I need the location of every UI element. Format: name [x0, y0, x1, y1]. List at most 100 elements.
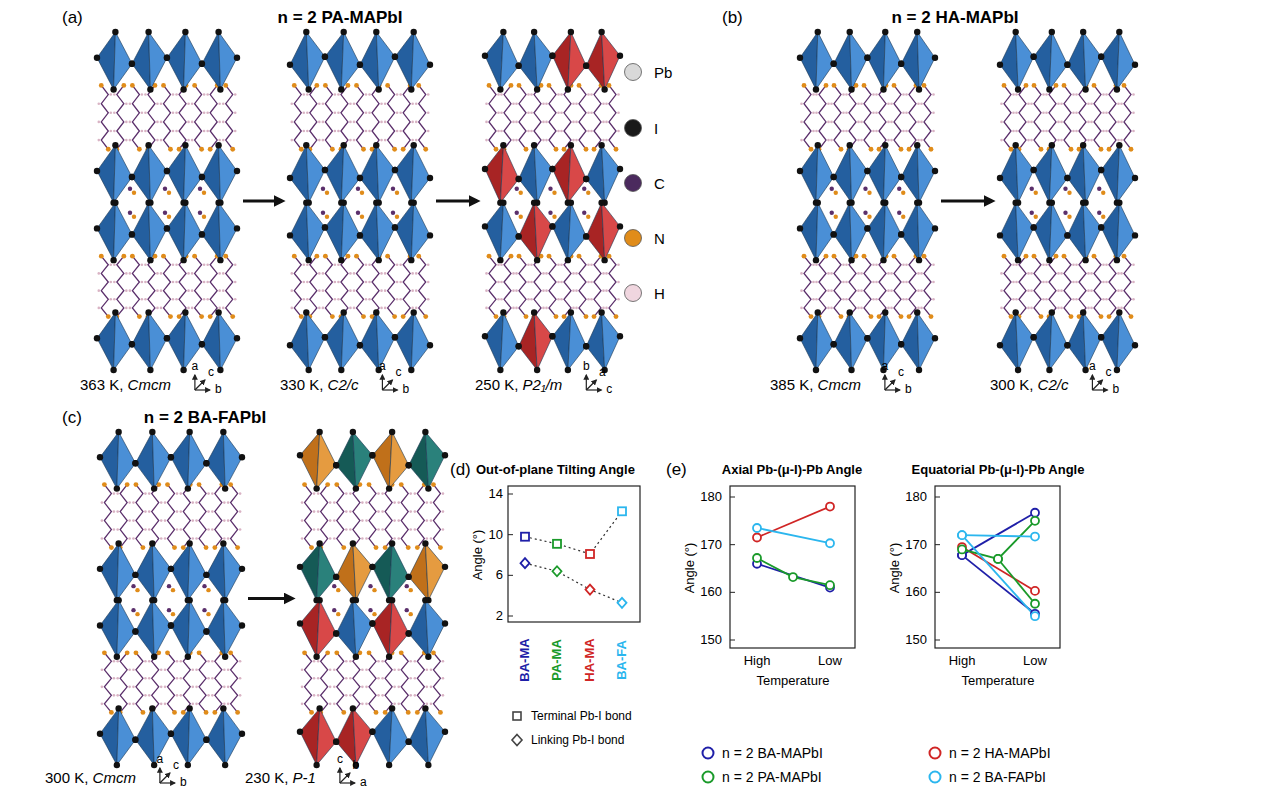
organic-chain	[924, 256, 931, 316]
cation-carbon	[368, 608, 372, 612]
organic-chain	[401, 485, 408, 548]
hydrogen-atom	[917, 139, 920, 142]
hydrogen-atom	[345, 677, 348, 680]
nitrogen-atom	[1054, 254, 1059, 259]
hydrogen-atom	[1027, 289, 1030, 292]
iodine-atom	[797, 168, 803, 174]
iodine-atom	[1031, 167, 1037, 173]
iodine-atom	[97, 454, 103, 460]
hydrogen-atom	[113, 492, 116, 495]
organic-chain	[1004, 256, 1011, 316]
hydrogen-atom	[430, 669, 433, 672]
iodine-atom	[94, 55, 100, 61]
hydrogen-atom	[542, 139, 545, 142]
hydrogen-atom	[442, 660, 445, 663]
organic-chain	[321, 485, 328, 548]
iodine-atom	[932, 225, 938, 231]
organic-chain	[1019, 256, 1026, 316]
cation-nitrogen	[586, 190, 590, 194]
cation-nitrogen	[867, 214, 871, 218]
panel-letter: (b)	[722, 8, 743, 28]
iodine-atom	[831, 174, 837, 180]
octahedron-face	[325, 145, 344, 202]
circle-marker	[753, 554, 761, 562]
hydrogen-atom	[1012, 93, 1015, 96]
hydrogen-atom	[1102, 263, 1105, 266]
organic-chain	[341, 256, 348, 316]
octahedron-face	[223, 708, 242, 765]
diamond-marker	[618, 598, 627, 608]
iodine-atom	[565, 86, 571, 92]
hydrogen-atom	[860, 307, 863, 310]
axis-arrow	[382, 389, 397, 390]
octahedron-face	[100, 600, 119, 657]
octahedron-face	[300, 544, 320, 601]
panel-letter: (c)	[62, 408, 82, 428]
iodine-atom	[1114, 257, 1120, 263]
iodine-atom	[898, 231, 904, 237]
hydrogen-atom	[191, 686, 194, 689]
iodine-atom	[1049, 142, 1055, 148]
hydrogen-atom	[222, 307, 225, 310]
hydrogen-atom	[1015, 281, 1018, 284]
octahedron-face	[117, 600, 136, 657]
iodine-atom	[500, 29, 506, 35]
hydrogen-atom	[175, 111, 178, 114]
hydrogen-atom	[515, 289, 518, 292]
hydrogen-atom	[377, 660, 380, 663]
tick-mark	[730, 497, 735, 498]
hydrogen-atom	[902, 281, 905, 284]
hydrogen-atom	[917, 102, 920, 105]
hydrogen-atom	[1015, 93, 1018, 96]
octahedron-face	[389, 432, 409, 489]
iodine-atom	[386, 485, 392, 491]
nitrogen-atom	[385, 83, 390, 88]
octahedron-face	[207, 432, 226, 489]
hydrogen-atom	[380, 307, 383, 310]
iodine-atom	[422, 540, 428, 546]
hydrogen-atom	[512, 289, 515, 292]
iodine-atom	[168, 454, 174, 460]
hydrogen-atom	[1000, 289, 1003, 292]
hydrogen-atom	[109, 281, 112, 284]
organic-chain	[152, 653, 159, 713]
hydrogen-atom	[860, 102, 863, 105]
octahedron-face	[1000, 203, 1018, 260]
hydrogen-atom	[333, 537, 336, 540]
nitrogen-atom	[309, 710, 314, 715]
hydrogen-atom	[560, 298, 563, 301]
iodine-atom	[94, 168, 100, 174]
hydrogen-atom	[207, 528, 210, 531]
iodine-atom	[182, 142, 188, 148]
hydrogen-atom	[349, 102, 352, 105]
hydrogen-atom	[160, 669, 163, 672]
axis-arrow	[885, 389, 900, 390]
hydrogen-atom	[1042, 111, 1045, 114]
hydrogen-atom	[1057, 121, 1060, 124]
iodine-atom	[534, 257, 540, 263]
circle-marker	[826, 503, 834, 511]
nitrogen-atom	[134, 650, 139, 655]
hydrogen-atom	[890, 289, 893, 292]
nitrogen-atom	[99, 254, 104, 259]
octahedron-face	[883, 203, 901, 260]
crystal-structure	[94, 29, 240, 373]
hydrogen-atom	[890, 139, 893, 142]
iodine-atom	[149, 429, 155, 435]
hydrogen-atom	[349, 492, 352, 495]
iodine-atom	[199, 341, 205, 347]
nitrogen-atom	[172, 545, 177, 550]
octahedron-face	[300, 432, 320, 489]
hydrogen-atom	[887, 272, 890, 275]
cation-nitrogen	[1034, 190, 1038, 194]
iodine-atom	[1015, 86, 1021, 92]
hydrogen-atom	[361, 703, 364, 706]
octahedron-face	[1049, 313, 1067, 370]
nitrogen-atom	[524, 147, 529, 152]
hydrogen-atom	[575, 121, 578, 124]
hydrogen-atom	[1075, 111, 1078, 114]
hydrogen-atom	[560, 111, 563, 114]
hydrogen-atom	[148, 492, 151, 495]
hydrogen-atom	[345, 660, 348, 663]
iodine-atom	[168, 730, 174, 736]
